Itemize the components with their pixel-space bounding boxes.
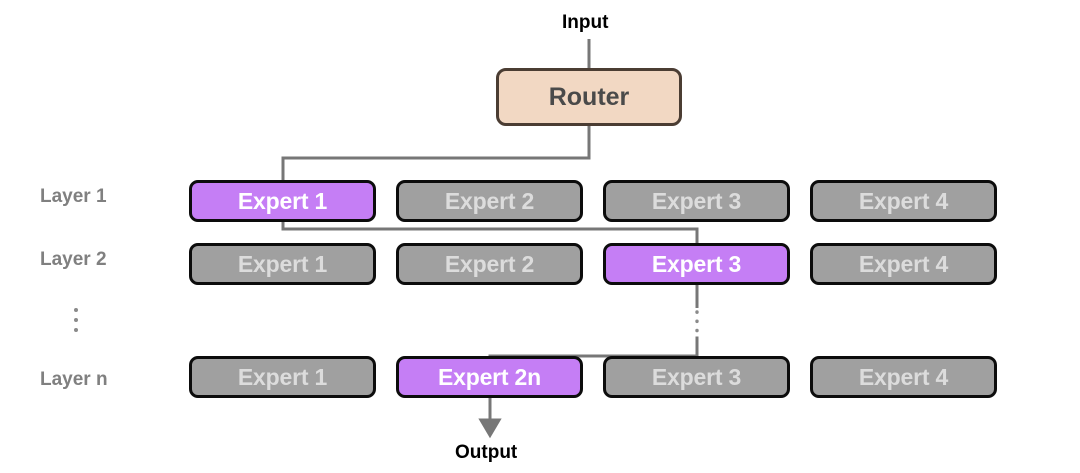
expert-label: Expert 2 bbox=[444, 187, 535, 214]
router-node[interactable]: Router bbox=[496, 68, 682, 126]
expert-layer1-4[interactable]: Expert 4 bbox=[810, 180, 997, 222]
expert-layer1-3[interactable]: Expert 3 bbox=[603, 180, 790, 222]
expert-label: Expert 2n bbox=[437, 363, 541, 390]
layer-label-n: Layer n bbox=[40, 369, 108, 390]
expert-label: Expert 1 bbox=[237, 363, 328, 390]
expert-layern-1[interactable]: Expert 1 bbox=[189, 356, 376, 398]
expert-layern-2[interactable]: Expert 2n bbox=[396, 356, 583, 398]
expert-layer2-3[interactable]: Expert 3 bbox=[603, 243, 790, 285]
layer-label-1: Layer 1 bbox=[40, 186, 107, 207]
expert-layer2-1[interactable]: Expert 1 bbox=[189, 243, 376, 285]
expert-label: Expert 4 bbox=[858, 363, 949, 390]
expert-label: Expert 1 bbox=[237, 187, 328, 214]
expert-label: Expert 2 bbox=[444, 250, 535, 277]
expert-layer1-1[interactable]: Expert 1 bbox=[189, 180, 376, 222]
expert-layer2-2[interactable]: Expert 2 bbox=[396, 243, 583, 285]
expert-layern-4[interactable]: Expert 4 bbox=[810, 356, 997, 398]
expert-label: Expert 4 bbox=[858, 250, 949, 277]
expert-label: Expert 3 bbox=[651, 363, 742, 390]
expert-layer1-2[interactable]: Expert 2 bbox=[396, 180, 583, 222]
expert-layer2-4[interactable]: Expert 4 bbox=[810, 243, 997, 285]
expert-layern-3[interactable]: Expert 3 bbox=[603, 356, 790, 398]
router-label: Router bbox=[548, 82, 630, 111]
output-label: Output bbox=[455, 442, 518, 463]
expert-label: Expert 4 bbox=[858, 187, 949, 214]
expert-label: Expert 3 bbox=[651, 250, 742, 277]
expert-label: Expert 3 bbox=[651, 187, 742, 214]
layer-label-2: Layer 2 bbox=[40, 249, 107, 270]
input-label: Input bbox=[562, 12, 609, 33]
expert-label: Expert 1 bbox=[237, 250, 328, 277]
layer-ellipsis-icon bbox=[74, 308, 78, 332]
